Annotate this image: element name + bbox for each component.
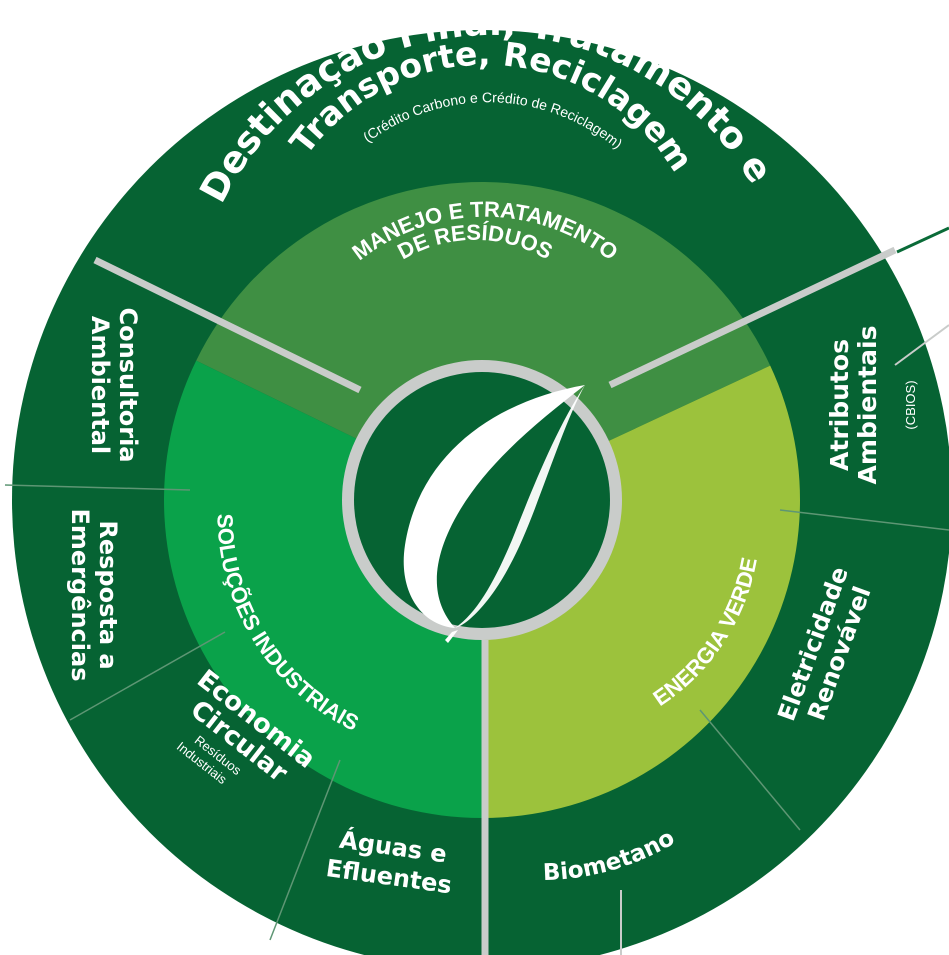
atributos-line-2: Ambientais (853, 326, 882, 485)
divider-right (608, 246, 897, 389)
thin-divider-1 (4, 484, 191, 491)
consultoria-label: Consultoria Ambiental (86, 307, 142, 462)
resposta-line-2: Emergências (66, 509, 94, 682)
dividers (4, 246, 949, 955)
thin-divider-2 (69, 631, 226, 721)
sector-solucoes (163, 360, 482, 818)
thin-divider-3 (269, 759, 341, 941)
resposta-line-1: Resposta a (94, 520, 122, 669)
resposta-label: Resposta a Emergências (66, 509, 122, 682)
atributos-line-1: Atributos (825, 339, 854, 471)
leaf-icon (403, 385, 585, 643)
center-hub (342, 360, 622, 643)
consultoria-line-1: Consultoria (114, 307, 142, 462)
callout-lines (620, 226, 949, 955)
sector-energia (482, 365, 800, 818)
atributos-sub: (CBIOS) (903, 380, 918, 429)
thin-divider-5 (699, 709, 801, 831)
divider-left (93, 256, 362, 394)
atributos-label: Atributos Ambientais (CBIOS) (825, 326, 918, 485)
consultoria-line-2: Ambiental (86, 316, 114, 454)
thin-divider-4 (779, 509, 949, 531)
